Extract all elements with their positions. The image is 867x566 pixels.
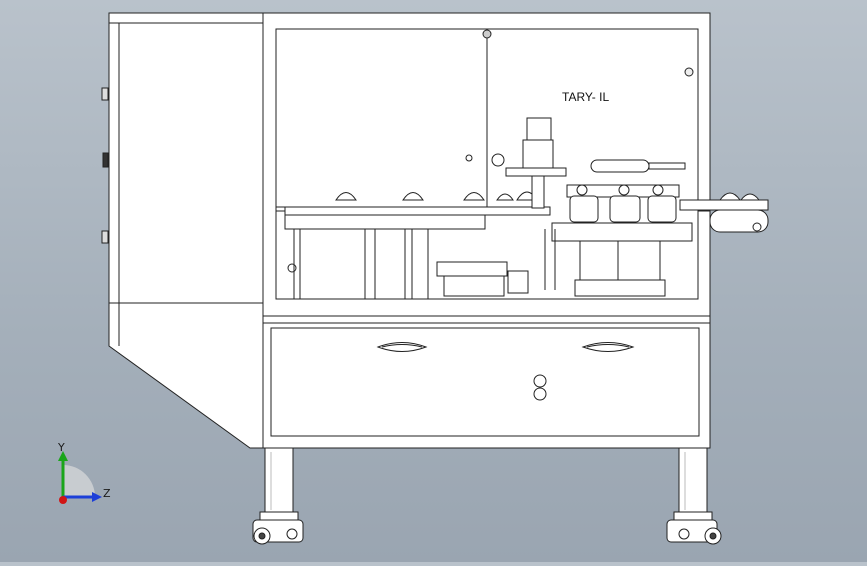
slanted-base	[108, 302, 264, 449]
drawer-front	[270, 327, 700, 437]
drawer-handle-left	[376, 342, 428, 352]
inner-door-panel	[275, 28, 488, 208]
coordinate-triad	[58, 451, 102, 504]
conveyor	[276, 199, 769, 233]
leg-left	[264, 447, 294, 515]
hinge-bottom	[101, 230, 109, 244]
door-latch	[102, 152, 109, 168]
panel-label: TARY- IL	[562, 90, 609, 104]
caster-left	[252, 511, 304, 545]
hinge-top	[101, 87, 109, 101]
labeling-head	[491, 117, 567, 209]
drawer-handle-right	[581, 342, 635, 352]
caster-right	[666, 511, 722, 545]
z-axis-label: Z	[103, 487, 111, 500]
bottle-row	[335, 191, 761, 201]
drawer-lock-bottom	[533, 387, 547, 401]
roller-assembly	[551, 159, 693, 297]
lower-mechanism	[287, 229, 556, 299]
drawer-lock-top	[533, 374, 547, 388]
leg-right	[678, 447, 708, 515]
y-axis-label: Y	[57, 441, 65, 454]
left-side-panel	[118, 22, 264, 304]
